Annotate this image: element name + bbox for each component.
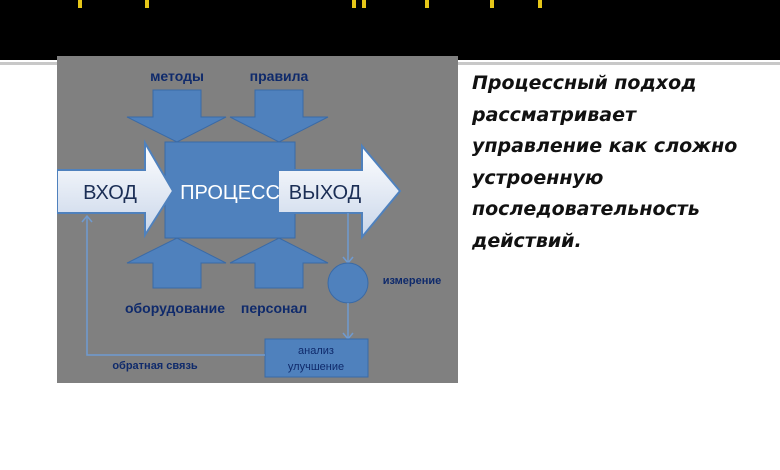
feedback-line [86, 216, 265, 356]
measurement-circle [327, 262, 369, 304]
label-input: ВХОД [83, 182, 137, 204]
title-fragment [425, 0, 429, 8]
text-line: последовательность [472, 198, 700, 220]
analysis-box [264, 338, 369, 378]
label-improvement: улучшение [288, 361, 344, 373]
label-personnel: персонал [241, 300, 307, 316]
label-equipment: оборудование [125, 300, 225, 316]
arrow-personnel [229, 237, 329, 289]
text-line: Процессный подход [472, 72, 697, 94]
text-line: устроенную [472, 166, 604, 189]
title-fragment [145, 0, 149, 8]
arrow-rules [229, 89, 329, 143]
label-rules: правила [250, 68, 309, 84]
label-output: ВЫХОД [289, 182, 362, 204]
arrow-methods [126, 89, 227, 143]
text-line: рассматривает [472, 103, 636, 126]
arrowhead-icon [81, 214, 93, 223]
arrow-output [277, 143, 402, 240]
title-fragment [352, 0, 356, 8]
title-fragment [78, 0, 82, 8]
label-methods: методы [150, 68, 204, 84]
text-line: управление как сложно [472, 135, 738, 157]
slide-body-text: Процессный подход рассматривает управлен… [472, 68, 772, 257]
label-process: ПРОЦЕСС [180, 182, 280, 204]
label-measurement: измерение [383, 275, 442, 287]
title-fragment [538, 0, 542, 8]
text-line: действий. [472, 229, 582, 252]
process-diagram: методы правила оборудование персонал изм… [57, 56, 458, 383]
process-box [164, 141, 296, 239]
arrow-equipment [126, 237, 227, 289]
title-fragment [490, 0, 494, 8]
arrow-input [57, 139, 175, 239]
title-fragment [362, 0, 366, 8]
label-feedback: обратная связь [112, 360, 198, 372]
title-bar [0, 0, 780, 60]
label-analysis: анализ [298, 345, 334, 357]
